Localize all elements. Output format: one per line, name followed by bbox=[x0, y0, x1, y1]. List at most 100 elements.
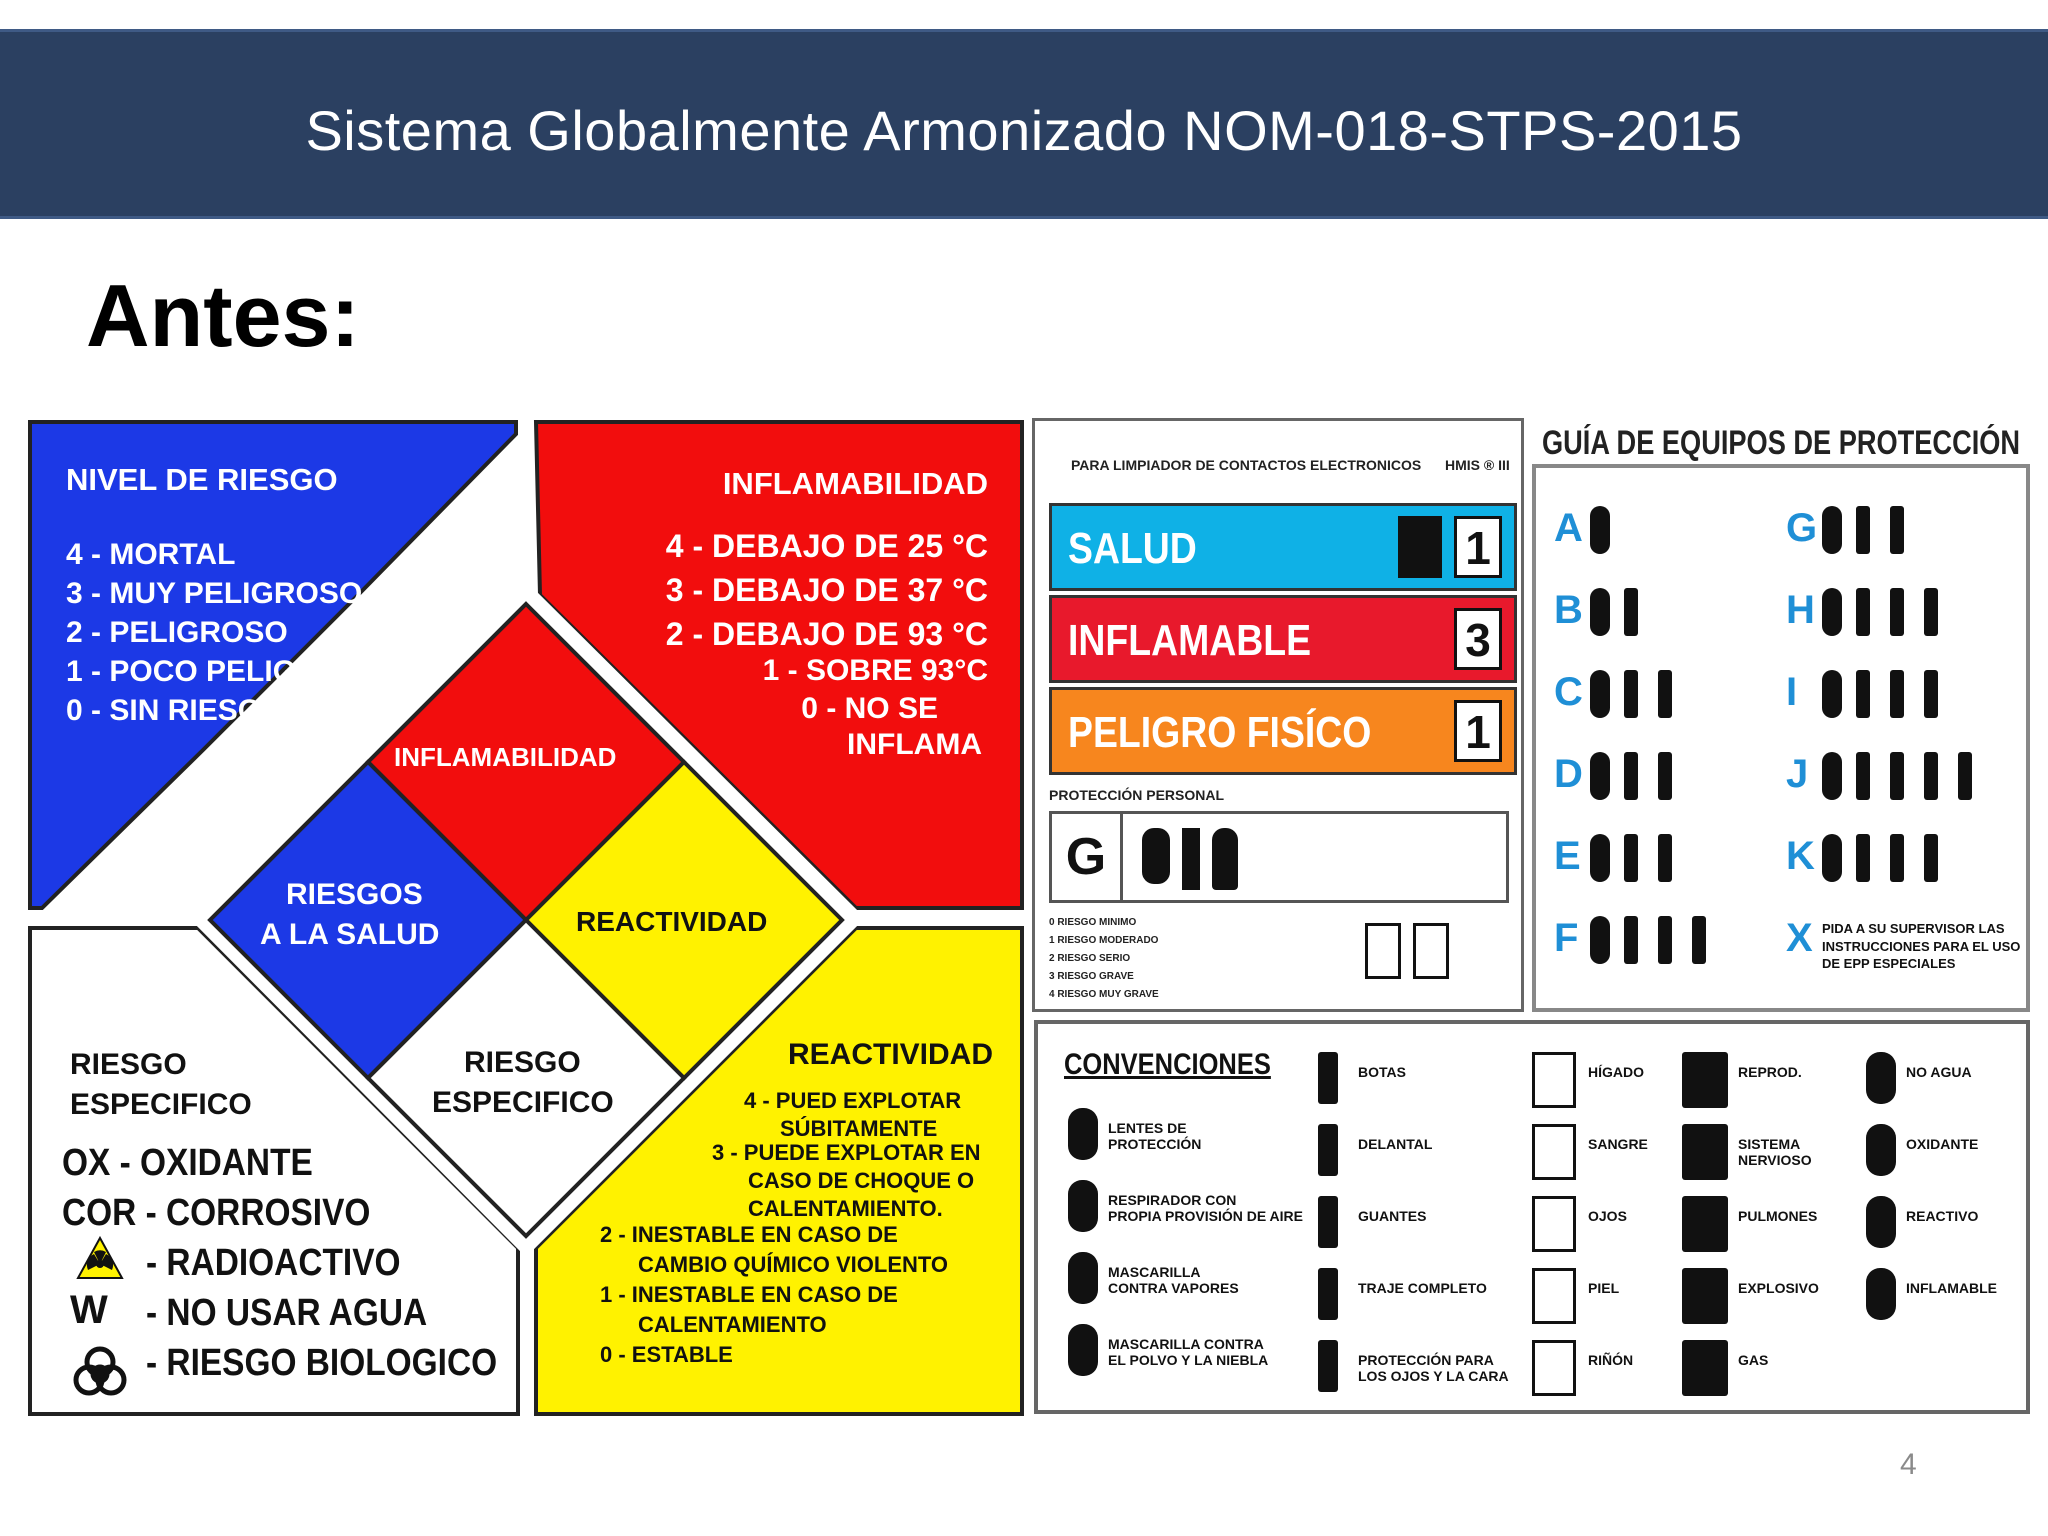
ppe-icon bbox=[1658, 670, 1672, 718]
peligro-label: PELIGRO FISÍCO bbox=[1068, 708, 1372, 757]
convention-icon bbox=[1532, 1196, 1576, 1252]
ppe-icon bbox=[1890, 506, 1904, 554]
liver-icon bbox=[1365, 923, 1401, 979]
riesgo-biologico-text: - RIESGO BIOLOGICO bbox=[146, 1342, 498, 1384]
ppe-icon bbox=[1658, 916, 1672, 964]
ppe-icon bbox=[1590, 916, 1610, 964]
convention-icon bbox=[1318, 1196, 1338, 1248]
convention-icon bbox=[1866, 1124, 1896, 1176]
diamond-label-left: RIESGOS bbox=[286, 878, 423, 911]
convention-icon bbox=[1068, 1324, 1098, 1376]
guide-letter: C bbox=[1554, 670, 1583, 714]
convention-label: EXPLOSIVO bbox=[1738, 1280, 1819, 1296]
convention-icon bbox=[1532, 1124, 1576, 1180]
guide-letter: J bbox=[1786, 752, 1809, 796]
scale-item: 2 RIESGO SERIO bbox=[1049, 953, 1131, 964]
proteccion-title: PROTECCIÓN PERSONAL bbox=[1049, 787, 1225, 803]
nivel-item: 3 - MUY PELIGROSO bbox=[66, 577, 363, 610]
inflamable-label: INFLAMABLE bbox=[1068, 616, 1312, 665]
ppe-icon bbox=[1624, 588, 1638, 636]
diamond-label-bottom: RIESGO bbox=[464, 1046, 581, 1079]
convention-label: REACTIVO bbox=[1906, 1208, 1979, 1224]
convention-label: INFLAMABLE bbox=[1906, 1280, 1997, 1296]
ppe-icon bbox=[1856, 752, 1870, 800]
radioactive-icon bbox=[76, 1235, 124, 1279]
convention-label: DELANTAL bbox=[1358, 1136, 1433, 1152]
no-usar-agua-text: - NO USAR AGUA bbox=[146, 1292, 428, 1334]
guide-letter: A bbox=[1554, 506, 1583, 550]
diamond-label-left: A LA SALUD bbox=[260, 918, 440, 951]
inflamabilidad-item: 0 - NO SE bbox=[801, 692, 938, 725]
salud-value: 1 bbox=[1454, 516, 1502, 578]
inflamabilidad-item: 4 - DEBAJO DE 25 °C bbox=[665, 528, 988, 564]
inflamabilidad-item: 2 - DEBAJO DE 93 °C bbox=[665, 616, 988, 652]
convention-label: SANGRE bbox=[1588, 1136, 1648, 1152]
convention-label: BOTAS bbox=[1358, 1064, 1406, 1080]
oxidante-text: OX - OXIDANTE bbox=[62, 1142, 313, 1184]
convention-icon bbox=[1866, 1052, 1896, 1104]
ppe-icon bbox=[1624, 670, 1638, 718]
convention-icon bbox=[1318, 1124, 1338, 1176]
convention-label: PIEL bbox=[1588, 1280, 1620, 1296]
nfpa-hazard-panel: NIVEL DE RIESGO 4 - MORTAL 3 - MUY PELIG… bbox=[28, 420, 1024, 1416]
nivel-item: 1 - POCO PELIGROSO bbox=[66, 655, 385, 688]
peligro-bar: PELIGRO FISÍCO 1 bbox=[1049, 687, 1517, 775]
guide-title: GUÍA DE EQUIPOS DE PROTECCIÓN bbox=[1542, 424, 2021, 462]
convention-label: OXIDANTE bbox=[1906, 1136, 1979, 1152]
convention-icon bbox=[1682, 1340, 1728, 1396]
guide-letter: H bbox=[1786, 588, 1815, 632]
nfpa-background bbox=[28, 420, 1024, 1416]
reactividad-item: CASO DE CHOQUE O bbox=[748, 1168, 975, 1193]
nivel-item: 4 - MORTAL bbox=[66, 538, 236, 571]
convention-icon bbox=[1318, 1268, 1338, 1320]
inflamable-value: 3 bbox=[1454, 608, 1502, 670]
convention-icon bbox=[1532, 1052, 1576, 1108]
convention-label: GUANTES bbox=[1358, 1208, 1427, 1224]
ppe-icon bbox=[1624, 916, 1638, 964]
convention-label: OJOS bbox=[1588, 1208, 1627, 1224]
slide-title: Sistema Globalmente Armonizado NOM-018-S… bbox=[305, 99, 1743, 162]
ppe-icon bbox=[1890, 834, 1904, 882]
nivel-riesgo-title: NIVEL DE RIESGO bbox=[66, 462, 338, 497]
reactividad-item: 0 - ESTABLE bbox=[600, 1342, 733, 1367]
salud-label: SALUD bbox=[1068, 524, 1197, 573]
ppe-icon bbox=[1624, 752, 1638, 800]
guide-letter: X bbox=[1786, 916, 1813, 960]
convention-label: LENTES DE PROTECCIÓN bbox=[1108, 1120, 1202, 1153]
ppe-icon bbox=[1856, 588, 1870, 636]
convention-label: TRAJE COMPLETO bbox=[1358, 1280, 1487, 1296]
guide-letter: B bbox=[1554, 588, 1583, 632]
convention-label: PULMONES bbox=[1738, 1208, 1818, 1224]
convention-icon bbox=[1866, 1268, 1896, 1320]
reactividad-title: REACTIVIDAD bbox=[788, 1038, 994, 1071]
hmis-label: PARA LIMPIADOR DE CONTACTOS ELECTRONICOS… bbox=[1032, 418, 1524, 1012]
convention-icon bbox=[1532, 1340, 1576, 1396]
person-icon bbox=[1398, 516, 1442, 578]
convention-label: RESPIRADOR CON PROPIA PROVISIÓN DE AIRE bbox=[1108, 1192, 1303, 1225]
ppe-icon bbox=[1590, 670, 1610, 718]
hmis-code: HMIS ® III bbox=[1445, 457, 1510, 473]
reactividad-item: CALENTAMIENTO bbox=[638, 1312, 827, 1337]
ppe-icon bbox=[1890, 752, 1904, 800]
ppe-icon bbox=[1856, 834, 1870, 882]
guide-letter: F bbox=[1554, 916, 1579, 960]
guide-letter: G bbox=[1786, 506, 1818, 550]
convention-label: HÍGADO bbox=[1588, 1064, 1644, 1080]
scale-item: 1 RIESGO MODERADO bbox=[1049, 935, 1159, 946]
guide-letter: E bbox=[1554, 834, 1581, 878]
corrosivo-text: COR - CORROSIVO bbox=[62, 1192, 371, 1234]
guide-letter: I bbox=[1786, 670, 1798, 714]
convention-icon bbox=[1866, 1196, 1896, 1248]
product-name: PARA LIMPIADOR DE CONTACTOS ELECTRONICOS bbox=[1071, 457, 1422, 473]
reactividad-item: CAMBIO QUÍMICO VIOLENTO bbox=[638, 1252, 949, 1277]
ppe-icon bbox=[1658, 834, 1672, 882]
reactividad-item: 1 - INESTABLE EN CASO DE bbox=[600, 1282, 898, 1307]
x-note: PIDA A SU SUPERVISOR LAS INSTRUCCIONES P… bbox=[1822, 921, 2021, 972]
especifico-title: RIESGO bbox=[70, 1048, 187, 1081]
inflamabilidad-title: INFLAMABILIDAD bbox=[722, 466, 988, 501]
ppe-icon bbox=[1590, 752, 1610, 800]
ppe-icon bbox=[1822, 506, 1842, 554]
ppe-icon bbox=[1924, 588, 1938, 636]
convention-icon bbox=[1682, 1124, 1728, 1180]
